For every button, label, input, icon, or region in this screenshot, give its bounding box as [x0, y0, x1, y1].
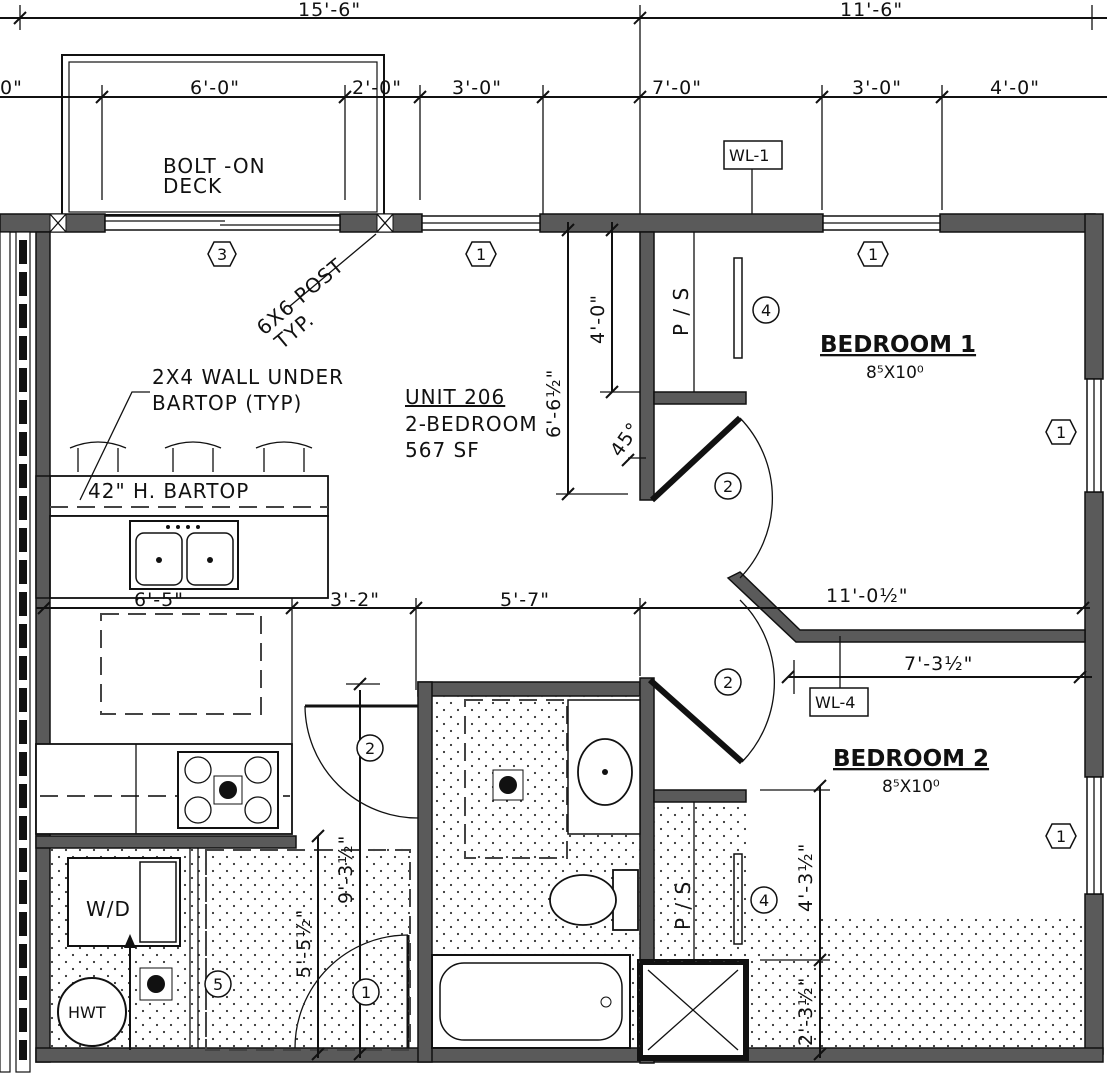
bedroom2-closet-floor: [654, 802, 746, 962]
dim-top-left: 15'-6": [298, 0, 361, 21]
window-tag-1-bedroom1-top: 1: [857, 241, 889, 267]
wl4-tag-box: [809, 687, 869, 717]
dim-6-5: 6'-5": [134, 589, 184, 611]
dim-2-3h: 2'-3½": [795, 977, 817, 1046]
dim-6-6h: 6'-6½": [543, 369, 565, 438]
dim-9-3h: 9'-3½": [335, 835, 357, 904]
window-tag-1-bedroom2-side: 1: [1045, 823, 1077, 849]
kitchen: [35, 441, 329, 835]
window-tag-3: 3: [207, 241, 237, 267]
dim-7-0: 7'-0": [652, 77, 702, 99]
dim-closet-4-0: 4'-0": [587, 294, 609, 344]
unit-type: 2-BEDROOM: [405, 412, 538, 436]
dim-7-3h: 7'-3½": [904, 653, 973, 675]
svg-text:2: 2: [365, 739, 375, 758]
dim-top-partial: 0": [0, 77, 23, 99]
window-tag-1-bedroom1-side: 1: [1045, 419, 1077, 445]
svg-text:1: 1: [1056, 827, 1066, 846]
dim-5-5h: 5'-5½": [293, 909, 315, 978]
door-tag-4-bedroom2: 4: [750, 886, 778, 914]
dim-top-right: 11'-6": [840, 0, 903, 21]
door-tag-5-laundry: 5: [204, 970, 232, 998]
windows-right: [1086, 378, 1102, 895]
svg-text:1: 1: [476, 245, 486, 264]
unit-number: UNIT 206: [405, 385, 505, 409]
windows-top: [104, 215, 941, 231]
ps-label-1: P / S: [669, 287, 693, 336]
laundry: [50, 848, 411, 1051]
bartop-label: 42" H. BARTOP: [88, 479, 249, 503]
svg-text:1: 1: [361, 983, 371, 1002]
interior-walls: [35, 231, 1086, 1064]
closet-rod-1: [733, 257, 743, 359]
svg-text:5: 5: [213, 975, 223, 994]
svg-text:2: 2: [723, 477, 733, 496]
bedroom2-floor-dots: [746, 915, 1085, 1048]
post-markers: [49, 213, 394, 233]
wall-note-line1: 2X4 WALL UNDER: [152, 365, 344, 389]
door-tag-2-bedroom2: 2: [714, 668, 742, 696]
door-tag-2-bath: 2: [356, 734, 384, 762]
bedroom2-size: 8⁵X10⁰: [882, 777, 940, 797]
bedroom2-name: BEDROOM 2: [833, 746, 989, 772]
deck-label-line1: BOLT -ON: [163, 154, 266, 178]
dimension-lines-top: [0, 5, 1107, 220]
dim-4-3h: 4'-3½": [795, 843, 817, 912]
door-tag-4-bedroom1: 4: [752, 296, 780, 324]
wl4-tag: WL-4: [815, 693, 855, 712]
svg-text:4: 4: [761, 301, 771, 320]
window-tag-1-living: 1: [465, 241, 497, 267]
bedroom1-size: 8⁵X10⁰: [866, 363, 924, 383]
door-tag-2-bedroom1: 2: [714, 472, 742, 500]
unit-area: 567 SF: [405, 438, 480, 462]
bathroom: [431, 696, 641, 1049]
dim-6-0: 6'-0": [190, 77, 240, 99]
wl1-tag-box: [723, 140, 783, 170]
dim-3-0b: 3'-0": [852, 77, 902, 99]
dim-5-7: 5'-7": [500, 589, 550, 611]
door-tag-1-entry: 1: [352, 978, 380, 1006]
deck-label-line2: DECK: [163, 174, 222, 198]
dim-11-0h: 11'-0½": [826, 585, 909, 607]
hwt-label: HWT: [68, 1003, 106, 1022]
wd-label: W/D: [86, 897, 131, 921]
dim-4-0: 4'-0": [990, 77, 1040, 99]
svg-text:4: 4: [759, 891, 769, 910]
wl1-tag: WL-1: [729, 146, 769, 165]
wall-note-line2: BARTOP (TYP): [152, 391, 302, 415]
dim-3-0a: 3'-0": [452, 77, 502, 99]
svg-text:1: 1: [1056, 423, 1066, 442]
bolt-on-deck: [61, 54, 385, 216]
svg-text:1: 1: [868, 245, 878, 264]
bedroom1-name: BEDROOM 1: [820, 332, 976, 358]
post-note-leader: [289, 233, 377, 307]
svg-text:3: 3: [217, 245, 227, 264]
wall-note-leader: [79, 391, 150, 501]
svg-text:2: 2: [723, 673, 733, 692]
dim-3-2: 3'-2": [330, 589, 380, 611]
